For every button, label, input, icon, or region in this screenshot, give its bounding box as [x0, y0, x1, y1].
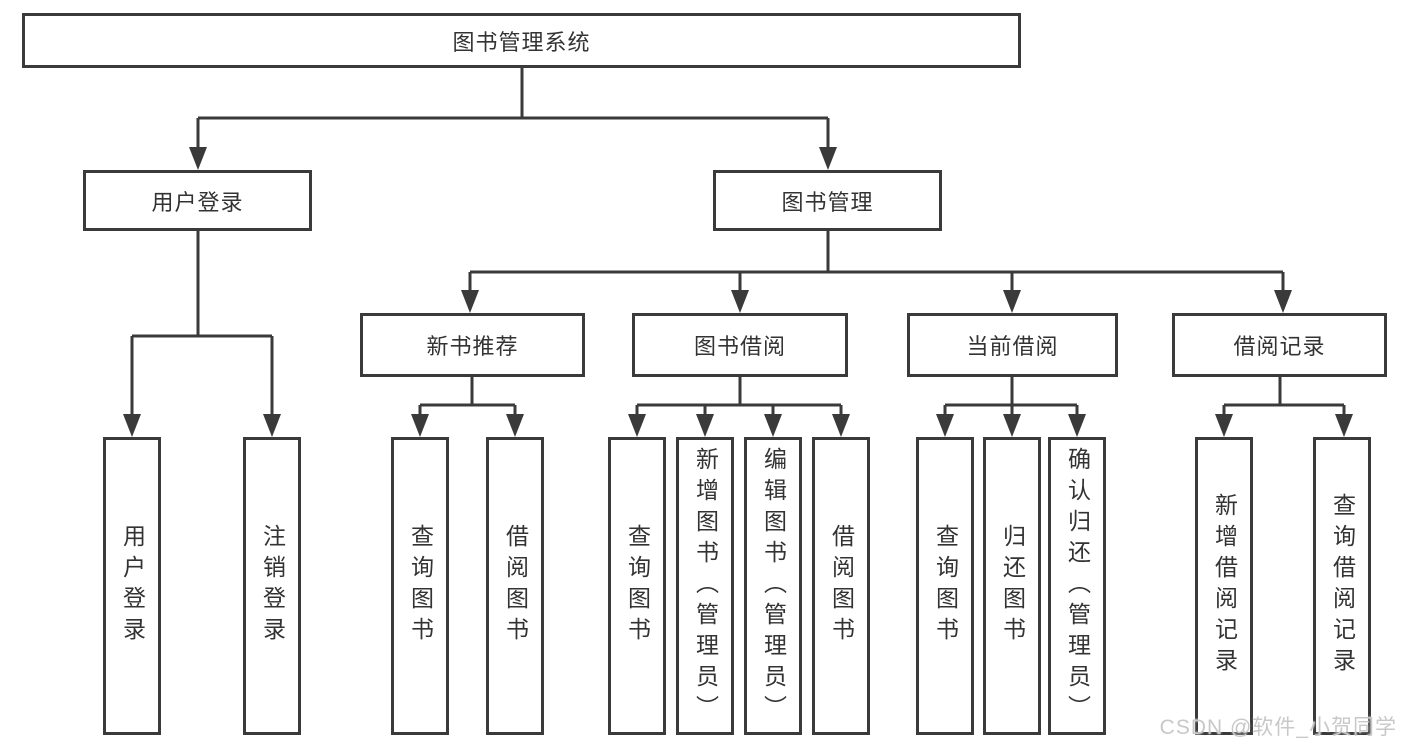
- node-root-label: 图书管理系统: [452, 29, 591, 55]
- leaf-return-books-label: 归还图书: [999, 524, 1026, 648]
- leaf-return-books: 归还图书: [983, 437, 1041, 735]
- leaf-query-books-recommend-label: 查询图书: [407, 524, 434, 648]
- node-new-book-recommend-label: 新书推荐: [426, 334, 519, 359]
- leaf-query-books-current: 查询图书: [916, 437, 974, 735]
- node-user-login: 用户登录: [83, 170, 312, 231]
- node-book-management-label: 图书管理: [781, 189, 874, 215]
- leaf-borrow-books-recommend: 借阅图书: [486, 437, 544, 735]
- leaf-query-books-current-label: 查询图书: [932, 524, 959, 648]
- leaf-add-borrow-record-label: 新增借阅记录: [1211, 493, 1238, 679]
- leaf-user-login-label: 用户登录: [119, 524, 146, 648]
- node-current-borrow: 当前借阅: [907, 313, 1118, 377]
- leaf-query-borrow-record-label: 查询借阅记录: [1329, 493, 1356, 679]
- leaf-query-books-borrow-label: 查询图书: [624, 524, 651, 648]
- node-user-login-label: 用户登录: [151, 189, 244, 215]
- leaf-confirm-return-admin: 确认归还（管理员）: [1048, 437, 1106, 735]
- node-new-book-recommend: 新书推荐: [360, 313, 585, 377]
- node-borrow-records-label: 借阅记录: [1233, 334, 1326, 359]
- leaf-edit-books-admin: 编辑图书（管理员）: [744, 437, 802, 735]
- csdn-watermark: CSDN @软件_小贺同学: [1159, 716, 1397, 739]
- leaf-borrow-books: 借阅图书: [812, 437, 870, 735]
- node-root: 图书管理系统: [22, 13, 1021, 68]
- leaf-borrow-books-recommend-label: 借阅图书: [502, 524, 529, 648]
- leaf-logout-label: 注销登录: [259, 524, 286, 648]
- node-current-borrow-label: 当前借阅: [966, 334, 1059, 359]
- leaf-edit-books-admin-label: 编辑图书（管理员）: [760, 446, 787, 726]
- leaf-query-books-recommend: 查询图书: [391, 437, 449, 735]
- arrowheads: [123, 147, 1353, 437]
- leaf-add-books-admin: 新增图书（管理员）: [676, 437, 734, 735]
- leaf-confirm-return-admin-label: 确认归还（管理员）: [1064, 446, 1091, 726]
- node-book-management: 图书管理: [713, 170, 942, 231]
- leaf-add-borrow-record: 新增借阅记录: [1195, 437, 1253, 735]
- node-book-borrow: 图书借阅: [632, 313, 848, 377]
- leaf-query-books-borrow: 查询图书: [608, 437, 666, 735]
- node-borrow-records: 借阅记录: [1172, 313, 1387, 377]
- leaf-user-login: 用户登录: [103, 437, 161, 735]
- leaf-borrow-books-label: 借阅图书: [828, 524, 855, 648]
- leaf-logout: 注销登录: [243, 437, 301, 735]
- leaf-add-books-admin-label: 新增图书（管理员）: [692, 446, 719, 726]
- leaf-query-borrow-record: 查询借阅记录: [1313, 437, 1371, 735]
- node-book-borrow-label: 图书借阅: [693, 334, 786, 359]
